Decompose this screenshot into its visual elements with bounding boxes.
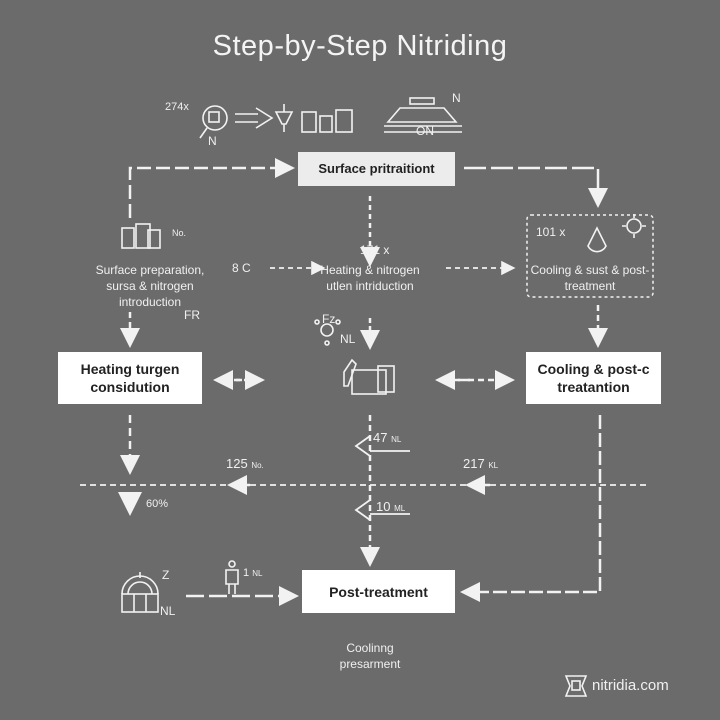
reactor-icon [343, 358, 395, 395]
center-count-label: 171 x [360, 243, 390, 257]
flow-47-label: 47 NL [373, 430, 402, 445]
connector-left-to-top [128, 158, 295, 218]
bottles-icon [301, 109, 353, 133]
nozzle-icon [274, 104, 294, 132]
brand-name: nitridia.com [592, 677, 669, 694]
connector-right-to-bottom [460, 415, 602, 602]
page-title: Step-by-Step Nitriding [212, 30, 508, 62]
furnace-z-label: Z [162, 568, 170, 582]
node-left-text: Surface preparation, sursa & nitrogen in… [95, 263, 205, 309]
flow-10-label: 10 ML [376, 499, 406, 514]
worker-label: 1 NL [243, 567, 263, 579]
left-icon-label: No. [172, 228, 187, 238]
right-count-label: 101 x [536, 225, 566, 239]
machine-on-label: ON [416, 124, 434, 138]
flow-217-label: 217 KL [463, 456, 499, 471]
brand-logo-icon [564, 675, 588, 697]
arrow-icon [235, 107, 274, 129]
node-center-text: Heating & nitrogen utlen intriduction [320, 263, 420, 293]
node-cooling-post: Cooling & post-c treatantion [526, 352, 661, 404]
center-icon-sub: NL [340, 332, 356, 346]
node-right-text: Cooling & sust & post-treatment [530, 263, 650, 293]
temperature-label: 8 C [232, 261, 251, 275]
tanks-icon [121, 223, 161, 249]
furnace-unit-label: NL [160, 604, 176, 618]
worker-icon [225, 560, 239, 594]
sun-icon [622, 214, 646, 238]
bottom-caption: Coolinng presarment [339, 641, 401, 671]
percent-label: 60% [146, 498, 169, 510]
center-icon-fz: Fz [322, 312, 336, 326]
node-post-treatment: Post-treatment [302, 570, 455, 613]
magnifier-sub-label: N [208, 134, 217, 148]
molecule-icon [314, 319, 341, 346]
droplet-icon [587, 226, 607, 253]
machine-n-label: N [452, 91, 461, 105]
node-surface-pritraitiont: Surface pritraitiont [298, 152, 455, 186]
connector-top-to-right [464, 166, 608, 208]
flow-10-mark [354, 499, 410, 521]
left-sub-label: FR [184, 308, 200, 322]
node-heating-turgen: Heating turgen considution [58, 352, 202, 404]
top-count-label: 274x [165, 101, 189, 113]
flow-47-mark [354, 435, 410, 457]
furnace-icon [121, 572, 159, 613]
flow-125-label: 125 No. [226, 456, 264, 471]
machine-icon [384, 97, 462, 133]
magnifier-icon [199, 105, 228, 139]
